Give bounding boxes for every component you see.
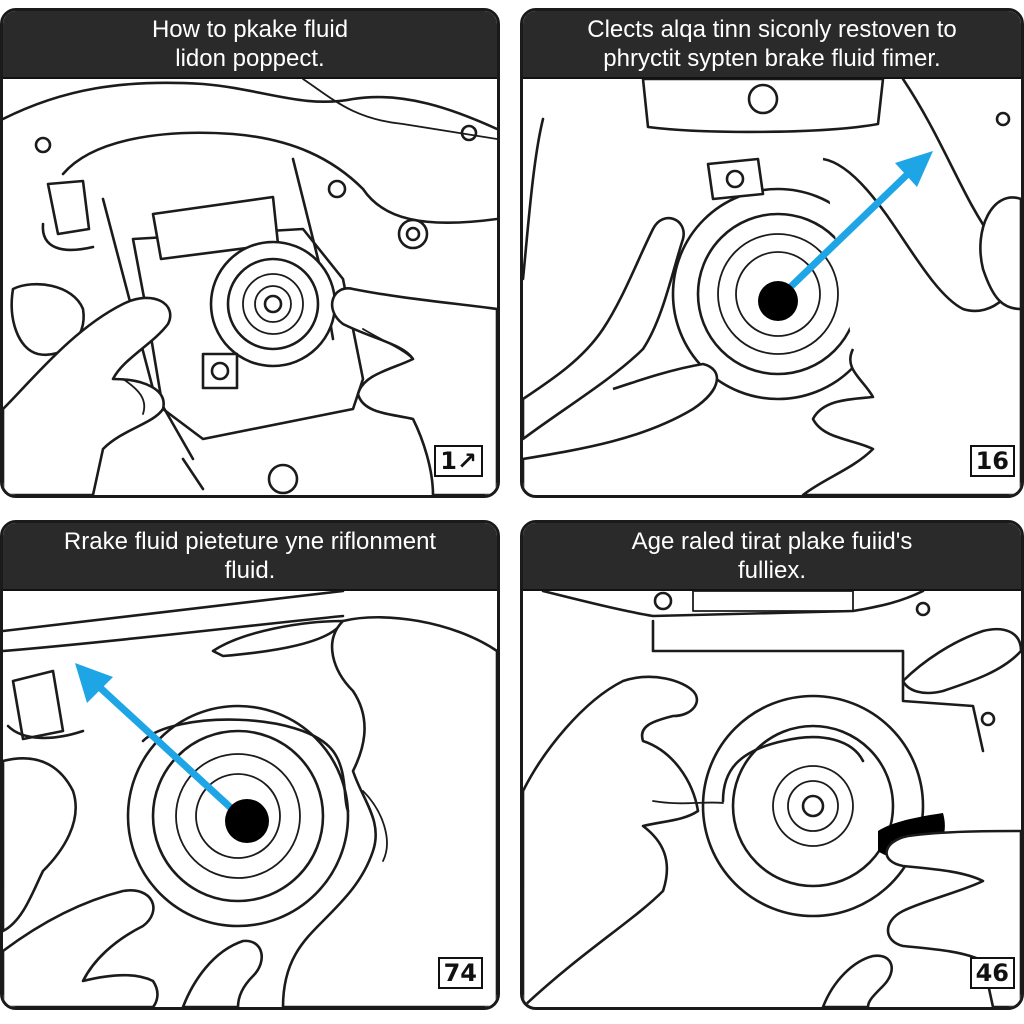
- panel-2-caption-line2: phryctit sypten brake fluid fimer.: [603, 45, 941, 72]
- panel-3-step-number: 74: [437, 957, 483, 989]
- panel-4-caption: Age raled tirat plake fuiid's fulliex.: [523, 523, 1021, 591]
- panel-1-drawing: [3, 79, 497, 495]
- panel-3-caption: Rrake fluid pieteturе yne riflonment flu…: [3, 523, 497, 591]
- panel-3-caption-line1: Rrake fluid pieteturе yne riflonment: [63, 528, 437, 555]
- panel-3-illustration: [3, 591, 497, 1007]
- panel-4-drawing: [523, 591, 1021, 1007]
- step-panel-2: Clects alqa tinn siconly restoven to phr…: [520, 8, 1024, 498]
- arrow-icon: [75, 663, 113, 703]
- panel-4-illustration: [523, 591, 1021, 1007]
- panel-2-step-number: 16: [969, 445, 1015, 477]
- panel-4-step-number: 46: [969, 957, 1015, 989]
- panel-2-caption-line1: Clects alqa tinn siconly restoven to: [587, 16, 957, 43]
- panel-4-caption-line2: fulliex.: [737, 557, 807, 584]
- panel-1-step-number: 1↗: [434, 445, 483, 477]
- dot-icon: [758, 281, 798, 321]
- dot-icon: [225, 799, 269, 843]
- panel-1-caption-line1: How to pkake fluid: [151, 16, 349, 43]
- panel-2-caption: Clects alqa tinn siconly restoven to phr…: [523, 11, 1021, 79]
- arrow-icon: [895, 151, 933, 187]
- step-panel-4: Age raled tirat plake fuiid's fulliex.: [520, 520, 1024, 1010]
- panel-4-caption-line1: Age raled tirat plake fuiid's: [631, 528, 913, 555]
- panel-1-caption-line2: lidon poppect.: [175, 45, 325, 72]
- step-panel-1: How to pkake fluid lidon poppect.: [0, 8, 500, 498]
- panel-3-drawing: [3, 591, 497, 1007]
- panel-3-caption-line2: fluid.: [224, 557, 276, 584]
- panel-2-drawing: [523, 79, 1021, 495]
- panel-1-caption: How to pkake fluid lidon poppect.: [3, 11, 497, 79]
- panel-1-illustration: [3, 79, 497, 495]
- step-panel-3: Rrake fluid pieteturе yne riflonment flu…: [0, 520, 500, 1010]
- panel-2-illustration: [523, 79, 1021, 495]
